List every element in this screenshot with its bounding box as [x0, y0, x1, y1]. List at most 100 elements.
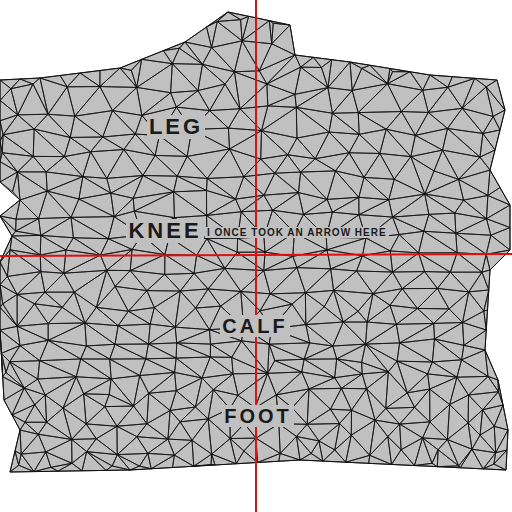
- mesh-triangle: [369, 455, 392, 464]
- mesh-triangle: [170, 407, 195, 422]
- mesh-triangle: [149, 391, 176, 411]
- mesh-triangle: [390, 235, 418, 253]
- mesh-triangle: [428, 108, 462, 128]
- mesh-triangle: [187, 149, 229, 179]
- mesh-triangle: [331, 269, 357, 291]
- mesh-triangle: [366, 324, 400, 344]
- mesh-triangle: [143, 155, 177, 176]
- mesh-triangle: [400, 323, 435, 342]
- mesh-triangle: [323, 450, 346, 462]
- mesh-triangle: [225, 72, 240, 109]
- mesh-triangle: [40, 340, 81, 360]
- mesh-triangle: [396, 308, 433, 324]
- mesh-triangle: [393, 272, 425, 289]
- mesh-triangle: [485, 350, 498, 380]
- mesh-triangle: [370, 65, 390, 83]
- mesh-triangle: [373, 272, 402, 294]
- mesh-triangle: [400, 422, 430, 438]
- mesh-triangle: [407, 389, 429, 407]
- mesh-triangle: [147, 274, 180, 291]
- mesh-triangle: [402, 272, 437, 289]
- mesh-triangle: [117, 426, 137, 454]
- mesh-triangle: [7, 272, 41, 295]
- mesh-triangle: [390, 305, 418, 324]
- mesh-triangle: [47, 408, 72, 439]
- mesh-triangle: [418, 288, 450, 308]
- mesh-triangle: [425, 272, 451, 289]
- mesh-triangle: [494, 450, 507, 470]
- mesh-triangle: [210, 84, 240, 111]
- mesh-triangle: [482, 270, 490, 290]
- mesh-triangle: [319, 424, 340, 450]
- mesh-triangle: [351, 389, 375, 420]
- mesh-triangle: [304, 346, 337, 359]
- mesh-triangle: [388, 361, 407, 393]
- mesh-triangle: [237, 238, 265, 252]
- mesh-triangle: [34, 114, 70, 137]
- mesh-triangle: [336, 153, 364, 178]
- mesh-triangle: [428, 87, 462, 112]
- mesh-triangle: [48, 307, 85, 323]
- mesh-triangle: [46, 157, 83, 177]
- mesh-triangle: [279, 453, 300, 461]
- mesh-triangle: [399, 231, 424, 253]
- mesh-triangle: [486, 80, 505, 110]
- mesh-triangle: [346, 435, 370, 462]
- mesh-triangle: [307, 409, 339, 424]
- mesh-triangle: [457, 376, 488, 395]
- mesh-triangle: [148, 439, 175, 455]
- mesh-triangle: [328, 62, 352, 90]
- mesh-triangle: [447, 423, 472, 449]
- mesh-triangle: [175, 372, 202, 390]
- mesh-triangle: [20, 430, 38, 454]
- mesh-triangle: [428, 362, 457, 377]
- mesh-triangle: [112, 111, 141, 134]
- mesh-triangle: [498, 380, 503, 405]
- mesh-triangle: [12, 388, 35, 415]
- mesh-triangle: [38, 434, 71, 452]
- mesh-triangle: [142, 51, 173, 64]
- mesh-triangle: [18, 84, 48, 115]
- mesh-triangle: [343, 322, 367, 344]
- mesh-triangle: [396, 323, 433, 342]
- mesh-triangle: [295, 55, 313, 67]
- mesh-triangle: [62, 292, 85, 323]
- mesh-triangle: [366, 343, 400, 361]
- mesh-triangle: [330, 409, 351, 423]
- mesh-triangle: [111, 376, 140, 406]
- mesh-triangle: [96, 270, 115, 307]
- mesh-triangle: [494, 405, 508, 430]
- mesh-triangle: [110, 359, 146, 376]
- mesh-triangle: [296, 107, 332, 132]
- mesh-triangle: [11, 79, 33, 89]
- mesh-triangle: [430, 405, 450, 440]
- mesh-triangle: [432, 339, 461, 362]
- mesh-triangle: [434, 150, 459, 179]
- mesh-triangle: [483, 464, 506, 470]
- mesh-triangle: [124, 150, 155, 176]
- mesh-triangle: [456, 233, 491, 254]
- mesh-triangle: [18, 172, 48, 191]
- mesh-triangle: [425, 171, 459, 194]
- mesh-triangle: [346, 455, 370, 463]
- mesh-triangle: [357, 271, 393, 294]
- mesh-triangle: [301, 67, 328, 88]
- mesh-triangle: [64, 152, 90, 177]
- mesh-triangle: [488, 188, 510, 206]
- mesh-triangle: [67, 87, 100, 117]
- mesh-triangle: [207, 12, 229, 27]
- mesh-triangle: [84, 394, 105, 424]
- mesh-triangle: [462, 78, 486, 108]
- mesh-triangle: [367, 389, 386, 420]
- mesh-triangle: [279, 424, 297, 454]
- mesh-triangle: [236, 451, 257, 464]
- mesh-triangle: [468, 395, 482, 423]
- mesh-triangle: [332, 197, 358, 214]
- mesh-triangle: [232, 341, 268, 373]
- mesh-triangle: [100, 68, 137, 87]
- mesh-triangle: [3, 129, 34, 156]
- mesh-triangle: [46, 439, 72, 463]
- mesh-triangle: [64, 250, 101, 273]
- mesh-triangle: [460, 449, 483, 469]
